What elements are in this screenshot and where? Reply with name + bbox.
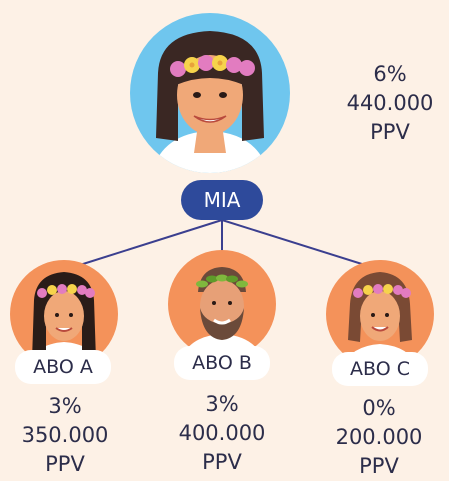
child-percent-b: 3% — [205, 392, 239, 416]
root-stats: 6% 440.000 PPV — [330, 60, 449, 147]
root-ppv-label: PPV — [370, 120, 410, 144]
root-avatar — [130, 13, 290, 173]
child-stats-b: 3% 400.000 PPV — [157, 390, 287, 477]
child-ppv-label-c: PPV — [359, 454, 399, 478]
child-stats-c: 0% 200.000 PPV — [314, 394, 444, 481]
root-ppv-value: 440.000 — [346, 91, 434, 115]
root-percent: 6% — [373, 62, 407, 86]
flower-crown-icon — [170, 55, 255, 77]
child-ppv-value-a: 350.000 — [21, 423, 109, 447]
child-name-badge-c: ABO C — [332, 352, 428, 386]
child-stats-a: 3% 350.000 PPV — [0, 392, 130, 479]
child-percent-a: 3% — [48, 394, 82, 418]
connector-line-a — [63, 219, 223, 271]
child-ppv-value-b: 400.000 — [178, 421, 266, 445]
child-ppv-label-a: PPV — [45, 452, 85, 476]
leaf-crown-icon — [196, 274, 248, 288]
child-ppv-value-c: 200.000 — [335, 425, 423, 449]
flower-crown-icon — [353, 284, 411, 298]
child-name-badge-a: ABO A — [15, 350, 111, 384]
child-name-badge-b: ABO B — [174, 346, 270, 380]
root-name-badge: MIA — [181, 180, 263, 220]
child-percent-c: 0% — [362, 396, 396, 420]
flower-crown-icon — [37, 284, 95, 298]
child-ppv-label-b: PPV — [202, 450, 242, 474]
child-avatar-b — [168, 250, 276, 358]
connector-line-c — [221, 219, 382, 271]
